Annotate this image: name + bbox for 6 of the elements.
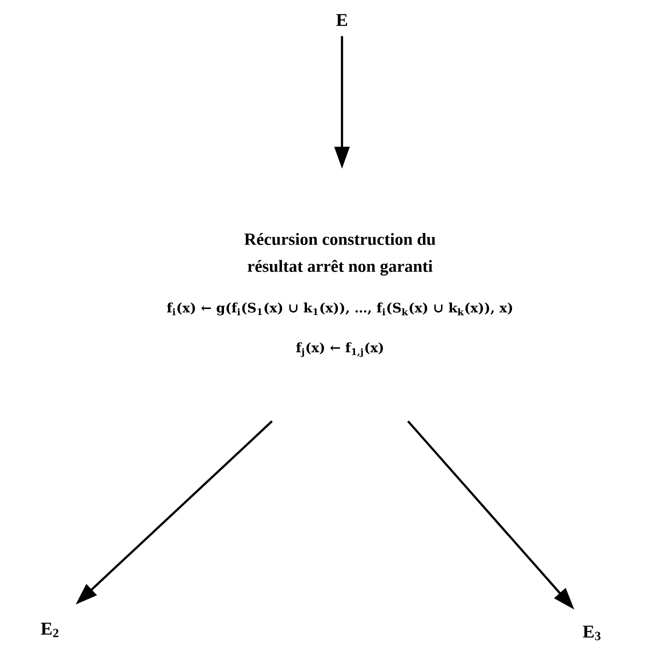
node-label: E$_{2}$	[40, 622, 58, 638]
heading: Récursion construction du résultat arrêt non garanti	[244, 233, 436, 276]
node-label: E$_{3}$	[582, 626, 600, 640]
node-label: E	[336, 14, 348, 26]
formula-line: f$_{i}$(x) ← g(f$_{i}$(S$_{1}$(x) ∪ k$_{1}$(x)), …, f$_{i}$(S$_{k}$(x) ∪ k$_{k}$(x)), x)	[167, 302, 512, 316]
formula-line: f$_{j}$(x) ← f$_{1,j}$(x)	[296, 342, 383, 357]
